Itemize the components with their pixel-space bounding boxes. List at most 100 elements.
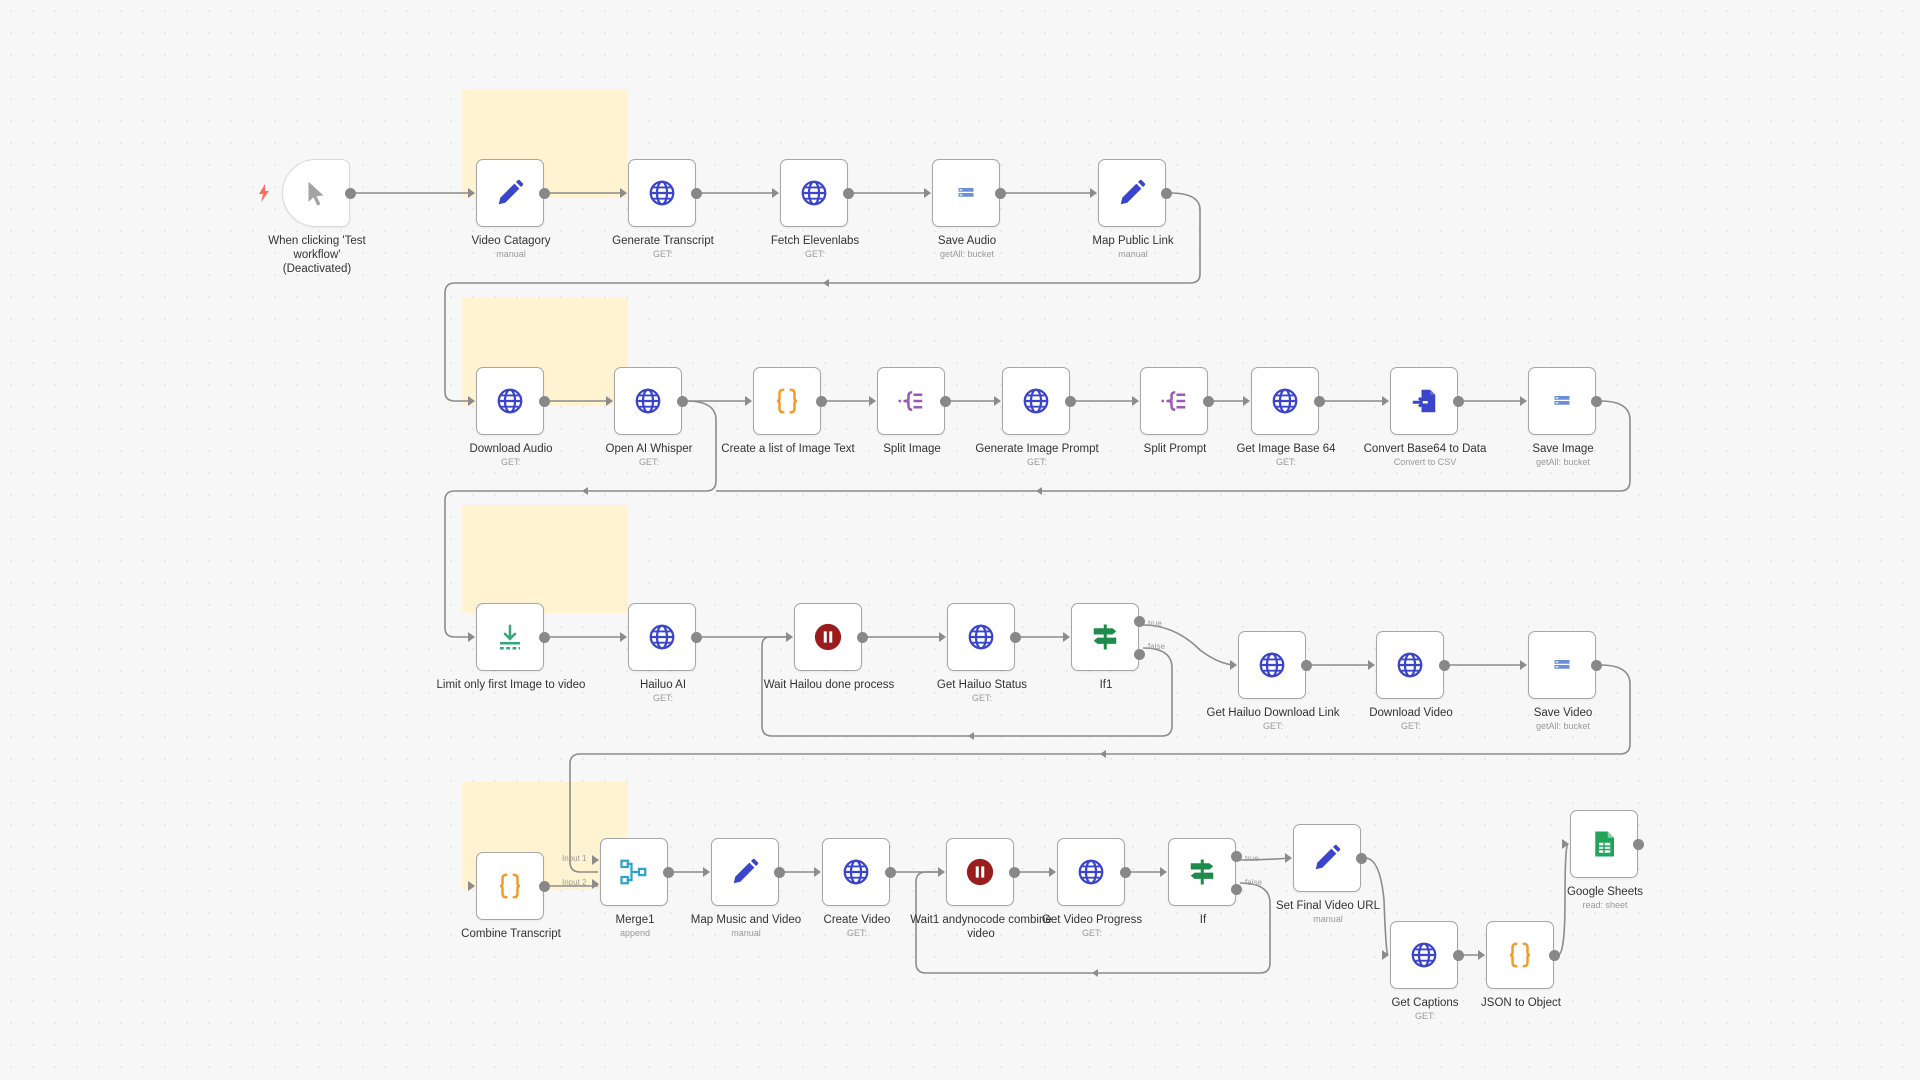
input-port[interactable] (869, 396, 876, 406)
input-port[interactable] (814, 867, 821, 877)
input-port[interactable] (745, 396, 752, 406)
output-port[interactable] (345, 188, 356, 199)
node-split-prompt[interactable]: Split Prompt (1132, 367, 1214, 455)
output-port[interactable] (1203, 396, 1214, 407)
output-port[interactable] (1453, 396, 1464, 407)
output-port[interactable] (539, 632, 550, 643)
input-port[interactable] (468, 188, 475, 198)
input-port[interactable] (1243, 396, 1250, 406)
output-port[interactable] (1065, 396, 1076, 407)
input-port[interactable] (1285, 853, 1292, 863)
output-port[interactable] (816, 396, 827, 407)
node-limit-first-image[interactable]: Limit only first Image to video (437, 603, 585, 691)
output-port[interactable] (885, 867, 896, 878)
output-port[interactable] (1134, 649, 1145, 660)
input-port[interactable] (468, 632, 475, 642)
output-port[interactable] (1549, 950, 1560, 961)
manual-trigger-node[interactable]: When clicking 'Test workflow' (Deactivat… (268, 159, 366, 275)
node-combine-transcript[interactable]: Combine Transcript (461, 852, 561, 940)
output-port[interactable] (1356, 853, 1367, 864)
output-port[interactable] (1010, 632, 1021, 643)
output-port[interactable] (663, 867, 674, 878)
output-port[interactable] (1591, 396, 1602, 407)
output-port[interactable] (539, 188, 550, 199)
connection-edge[interactable] (761, 636, 1173, 737)
output-port[interactable] (539, 881, 550, 892)
input-port[interactable] (1160, 867, 1167, 877)
output-port[interactable] (1591, 660, 1602, 671)
input-port[interactable] (1063, 632, 1070, 642)
node-wait-hailou[interactable]: Wait Hailou done process (764, 603, 894, 691)
output-port[interactable] (1439, 660, 1450, 671)
input-port[interactable] (1382, 396, 1389, 406)
output-port[interactable] (1231, 851, 1242, 862)
connection-edge[interactable] (1142, 624, 1237, 666)
input-port[interactable] (1090, 188, 1097, 198)
connection-edge[interactable] (915, 871, 1271, 974)
output-port[interactable] (539, 396, 550, 407)
input-port[interactable] (1520, 660, 1527, 670)
node-json-to-object[interactable]: JSON to Object (1478, 921, 1561, 1009)
output-port[interactable] (1453, 950, 1464, 961)
output-port[interactable] (691, 188, 702, 199)
output-port[interactable] (1161, 188, 1172, 199)
input-port[interactable] (592, 855, 599, 865)
input-port[interactable] (786, 632, 793, 642)
node-if1[interactable]: If1 (1063, 603, 1145, 691)
output-port[interactable] (1301, 660, 1312, 671)
input-port[interactable] (703, 867, 710, 877)
connection-edge[interactable] (444, 400, 717, 638)
sticky-note[interactable] (462, 505, 628, 613)
node-create-list-image-text[interactable]: Create a list of Image Text (721, 367, 855, 455)
output-port[interactable] (774, 867, 785, 878)
output-port[interactable] (1314, 396, 1325, 407)
input-port[interactable] (1562, 839, 1569, 849)
input-port[interactable] (994, 396, 1001, 406)
output-port[interactable] (677, 396, 688, 407)
output-port[interactable] (1633, 839, 1644, 850)
input-port[interactable] (592, 879, 599, 889)
node-wait1[interactable]: Wait1 andynocode combine video (910, 838, 1052, 940)
input-port[interactable] (1049, 867, 1056, 877)
output-port[interactable] (940, 396, 951, 407)
input-port[interactable] (1230, 660, 1237, 670)
node-split-image[interactable]: Split Image (869, 367, 951, 455)
input-port[interactable] (939, 632, 946, 642)
connection-edge[interactable] (569, 664, 1631, 873)
input-port[interactable] (620, 632, 627, 642)
connection-edge[interactable] (444, 192, 1201, 402)
input-port[interactable] (1368, 660, 1375, 670)
input-port[interactable] (468, 881, 475, 891)
input-port[interactable] (606, 396, 613, 406)
output-port[interactable] (843, 188, 854, 199)
output-port[interactable] (1231, 884, 1242, 895)
input-port[interactable] (924, 188, 931, 198)
input-port[interactable] (620, 188, 627, 198)
output-port[interactable] (1009, 867, 1020, 878)
node-if[interactable]: If (1160, 838, 1242, 926)
output-port[interactable] (857, 632, 868, 643)
input-port[interactable] (1520, 396, 1527, 406)
